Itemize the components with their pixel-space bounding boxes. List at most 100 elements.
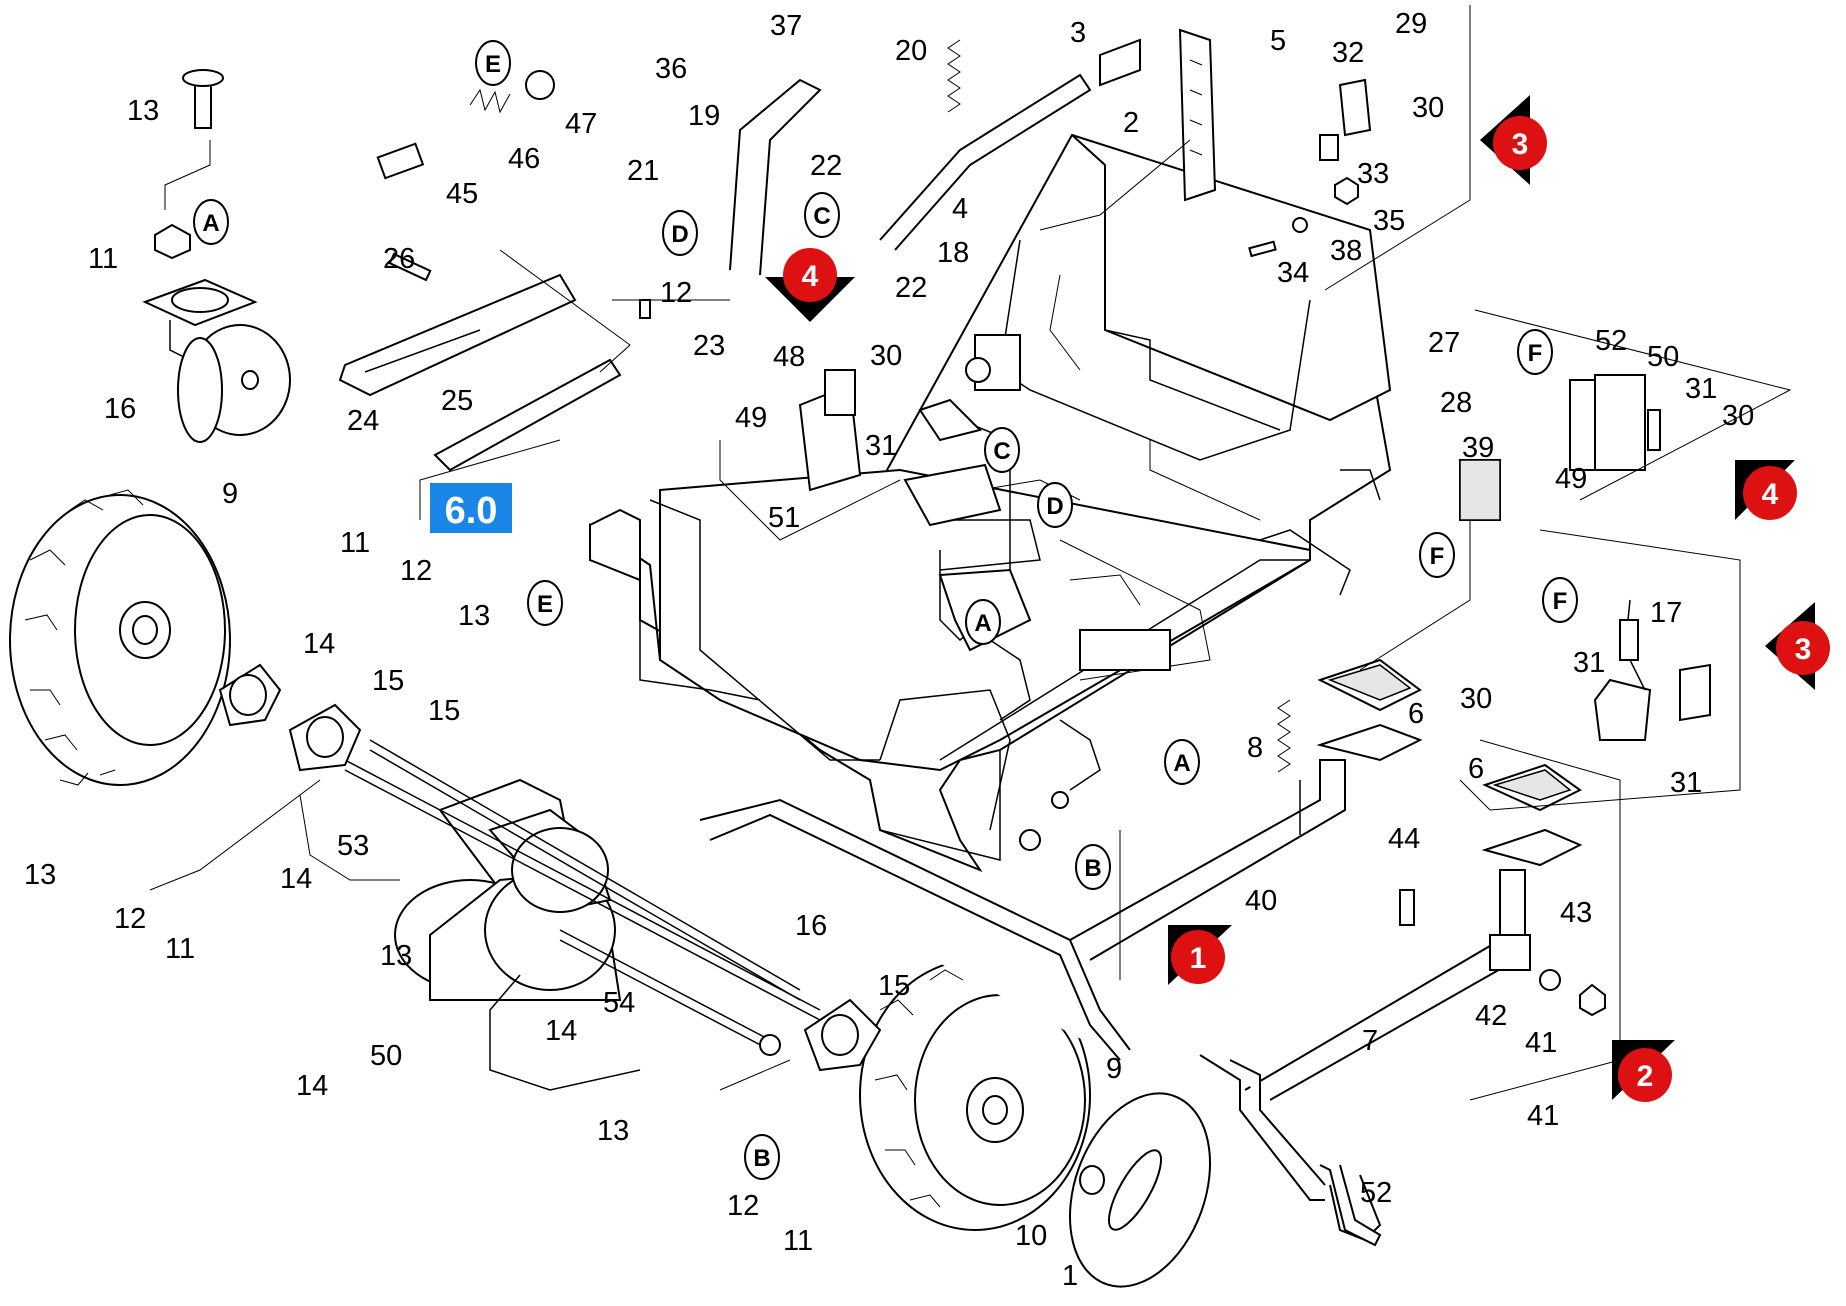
label-part-32: 31 (1670, 767, 1702, 799)
label-part-6a: 6 (1408, 698, 1424, 730)
ref-marker-3-top: 3 (1480, 95, 1547, 185)
label-part-9b: 9 (1106, 1053, 1122, 1085)
label-part-52b: 52 (1595, 325, 1627, 357)
connector-B-axle: B (744, 1134, 780, 1180)
label-part-24: 23 (693, 330, 725, 362)
label-part-39: 38 (1330, 235, 1362, 267)
connector-C-frame: C (984, 427, 1020, 473)
label-part-14c: 14 (545, 1015, 577, 1047)
svg-text:D: D (1046, 493, 1063, 520)
label-part-47: 46 (508, 143, 540, 175)
section-label-text: 6.0 (445, 490, 498, 532)
label-part-3: 3 (1070, 17, 1086, 49)
label-part-6b: 6 (1468, 753, 1484, 785)
label-part-16a: 15 (428, 695, 460, 727)
label-part-7: 7 (1362, 1025, 1378, 1057)
part-number-labels: 1 2 3 4 5 6 6 7 8 9 9 10 11 11 11 11 12 … (24, 8, 1754, 1292)
label-part-11d: 11 (783, 1225, 813, 1257)
label-part-14d: 14 (296, 1070, 328, 1102)
svg-text:E: E (485, 51, 501, 78)
label-part-51: 50 (370, 1040, 402, 1072)
svg-text:D: D (671, 221, 688, 248)
label-part-34: 33 (1357, 158, 1389, 190)
svg-text:4: 4 (1762, 478, 1779, 511)
cover-parts (1068, 1092, 1382, 1288)
label-part-41b: 41 (1527, 1100, 1559, 1132)
label-part-54: 53 (337, 830, 369, 862)
label-part-41a: 40 (1245, 885, 1277, 917)
label-part-43: 42 (1475, 1000, 1507, 1032)
label-part-11c: 11 (165, 933, 195, 965)
label-part-35: 34 (1277, 257, 1309, 289)
bearing-flanges (218, 663, 882, 1072)
label-part-26: 25 (441, 385, 473, 417)
label-part-31b: 31 (865, 430, 897, 462)
label-part-33: 32 (1332, 37, 1364, 69)
label-part-30d: 30 (1460, 683, 1492, 715)
label-part-13b: 13 (458, 600, 490, 632)
connector-D-frame: D (1037, 482, 1073, 528)
label-part-12d: 12 (727, 1190, 759, 1222)
svg-text:F: F (1430, 543, 1445, 570)
section-label[interactable]: 6.0 (430, 483, 512, 533)
svg-text:4: 4 (802, 260, 819, 293)
label-part-31c: 31 (1685, 373, 1717, 405)
label-part-13c: 13 (24, 859, 56, 891)
label-part-28: 27 (1428, 327, 1460, 359)
label-part-18: 17 (1650, 597, 1682, 629)
label-part-1: 1 (1062, 1260, 1078, 1292)
label-part-22a: 21 (627, 155, 659, 187)
label-part-46: 45 (446, 178, 478, 210)
wheel-left (9, 489, 231, 786)
label-part-37: 36 (655, 53, 687, 85)
wheel-right (859, 959, 1091, 1231)
label-part-53: 52 (1360, 1177, 1392, 1209)
label-part-19: 18 (937, 237, 969, 269)
label-part-16b: 16 (795, 910, 827, 942)
top-right-parts (1178, 28, 1372, 258)
label-part-42: 41 (1525, 1027, 1557, 1059)
svg-text:F: F (1553, 588, 1568, 615)
connector-letters: A A A B B C C D (193, 40, 1578, 1180)
label-part-12c: 12 (114, 903, 146, 935)
label-part-30b: 30 (870, 340, 902, 372)
connector-F-frame: F (1419, 532, 1455, 578)
label-part-21: 20 (895, 35, 927, 67)
svg-text:1: 1 (1190, 942, 1207, 975)
svg-text:C: C (993, 438, 1010, 465)
svg-text:3: 3 (1795, 633, 1812, 666)
label-part-12a: 12 (660, 277, 692, 309)
label-part-36: 35 (1373, 205, 1405, 237)
connector-D-link: D (662, 210, 698, 256)
label-part-48: 47 (565, 108, 597, 140)
caster-wheel (142, 69, 291, 443)
label-part-11a: 11 (88, 243, 118, 275)
label-part-8: 8 (1247, 732, 1263, 764)
label-part-12b: 12 (400, 555, 432, 587)
label-part-17: 16 (104, 393, 136, 425)
connector-C-link: C (804, 192, 840, 238)
svg-text:A: A (1173, 750, 1190, 777)
label-part-31d: 31 (1573, 647, 1605, 679)
label-part-49b: 49 (1555, 463, 1587, 495)
label-part-45: 44 (1388, 823, 1420, 855)
label-part-52a: 51 (768, 502, 800, 534)
svg-text:E: E (537, 591, 553, 618)
connector-A-frame: A (965, 599, 1001, 645)
label-part-31a: 30 (1412, 92, 1444, 124)
label-part-49a: 48 (773, 341, 805, 373)
connector-E-pin: E (475, 40, 511, 86)
connector-F-switch: F (1542, 577, 1578, 623)
label-part-15b: 15 (372, 665, 404, 697)
leader-lines (149, 5, 1792, 1101)
ref-marker-2: 2 (1612, 1040, 1675, 1102)
label-part-38: 37 (770, 10, 802, 42)
label-part-50a: 49 (735, 402, 767, 434)
ref-marker-4-right: 4 (1735, 460, 1797, 520)
label-part-10: 10 (1015, 1220, 1047, 1252)
svg-text:B: B (753, 1145, 770, 1172)
label-part-30c: 30 (1722, 400, 1754, 432)
label-part-30a: 29 (1395, 8, 1427, 40)
connector-F-bracket: F (1517, 329, 1553, 375)
